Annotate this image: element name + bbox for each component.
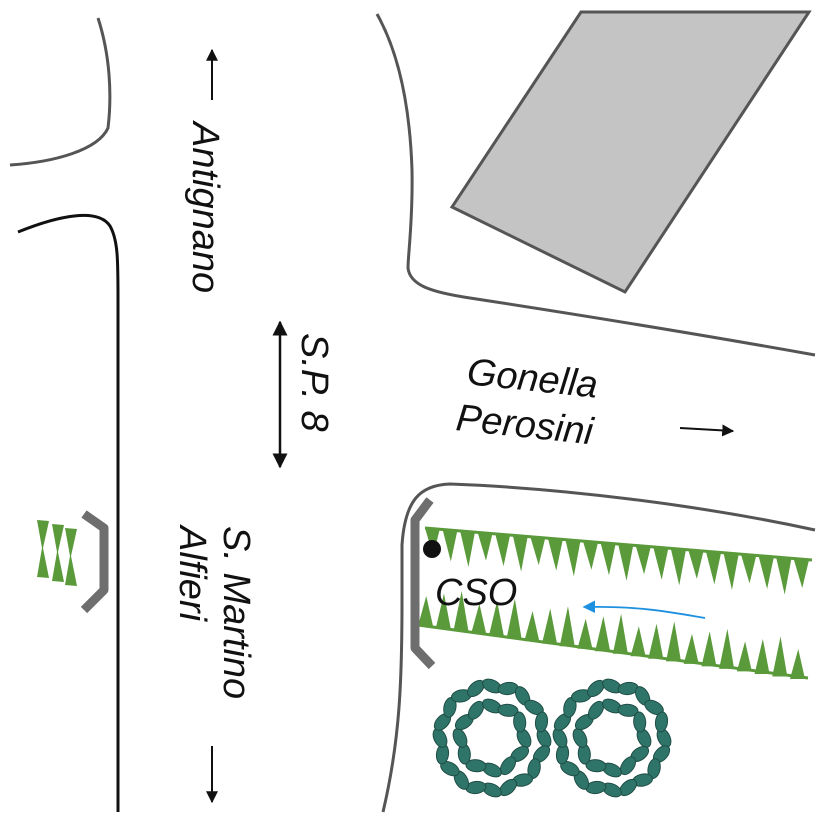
arrow-east-icon [679,424,735,437]
bridge-east-icon [410,497,436,670]
label-perosini: Perosini [454,397,596,453]
road-edge-northwest-corner [9,17,112,167]
tree-cluster-icon [432,678,672,798]
bridge-west-icon [80,510,109,614]
grass-patch-west [37,520,77,586]
grass-band [417,526,813,680]
road-edge-west [17,214,120,812]
label-cso: CSO [435,572,517,614]
label-san-martino: S. Martino [215,526,257,699]
label-sp8: S.P. 8 [293,333,335,432]
road-edge-northeast [375,13,816,357]
outfall-dot-icon [423,540,441,558]
road-edge-southeast [381,482,816,813]
label-alfieri: Alfieri [171,524,213,623]
blue-flow-arrow-icon [582,600,706,619]
label-gonella: Gonella [465,351,600,406]
label-antignano: Antignano [184,120,226,293]
building [449,10,812,294]
